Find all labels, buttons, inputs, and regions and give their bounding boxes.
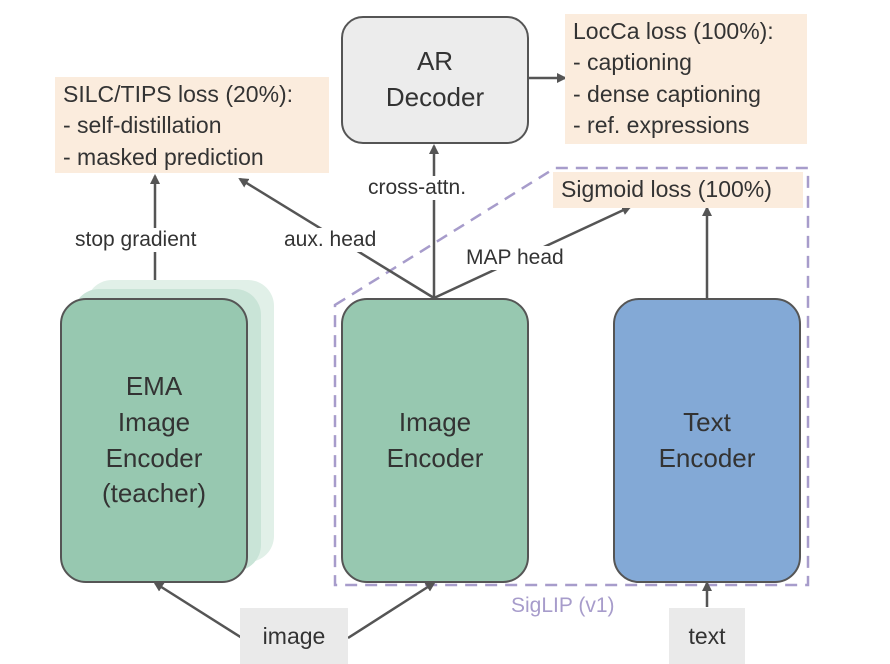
ema-encoder-label: EMA [125,370,183,401]
ema-encoder-label: Image [117,406,191,437]
sigmoid-loss-title: Sigmoid loss (100%) [561,176,772,202]
image-to-ema-arrow [153,581,243,640]
ar-decoder-label: Decoder [385,82,485,112]
image-encoder-label: Encoder [386,442,484,473]
text-encoder-label: Encoder [658,442,756,473]
silc-tips-loss-item: - masked prediction [63,143,264,170]
silc-tips-loss-item: - self-distillation [63,112,222,139]
ema-encoder-label: Encoder [105,442,203,473]
locca-loss-item: - ref. expressions [573,111,750,138]
ema-image-encoder-box: EMA Image Encoder (teacher) [60,298,248,583]
image-input-label: image [262,622,326,649]
map-head-label: MAP head [464,246,566,270]
ar-decoder-box: AR Decoder [341,16,529,144]
image-encoder-label: Image [398,406,472,437]
stop-gradient-label: stop gradient [73,228,199,252]
silc-tips-loss-box: SILC/TIPS loss (20%): - self-distillatio… [55,77,329,173]
cross-attn-label: cross-attn. [366,176,469,200]
image-encoder-box: Image Encoder [341,298,529,583]
image-input-box: image [240,608,348,664]
text-input-box: text [669,608,745,664]
text-input-label: text [688,622,726,649]
silc-tips-loss-title: SILC/TIPS loss (20%): [63,81,294,107]
locca-loss-box: LocCa loss (100%): - captioning - dense … [565,14,807,144]
locca-loss-item: - dense captioning [573,80,761,107]
text-encoder-box: Text Encoder [613,298,801,583]
siglip-group-outline [333,166,810,587]
ema-encoder-label: (teacher) [101,478,207,509]
ar-decoder-label: AR [416,46,454,77]
sigmoid-loss-box: Sigmoid loss (100%) [553,172,803,208]
aux-head-label: aux. head [282,228,379,252]
siglip-group-label: SigLIP (v1) [511,594,615,617]
image-to-encoder-arrow [347,581,436,640]
locca-loss-title: LocCa loss (100%): [573,18,774,44]
text-encoder-label: Text [683,406,731,437]
locca-loss-item: - captioning [573,49,692,76]
